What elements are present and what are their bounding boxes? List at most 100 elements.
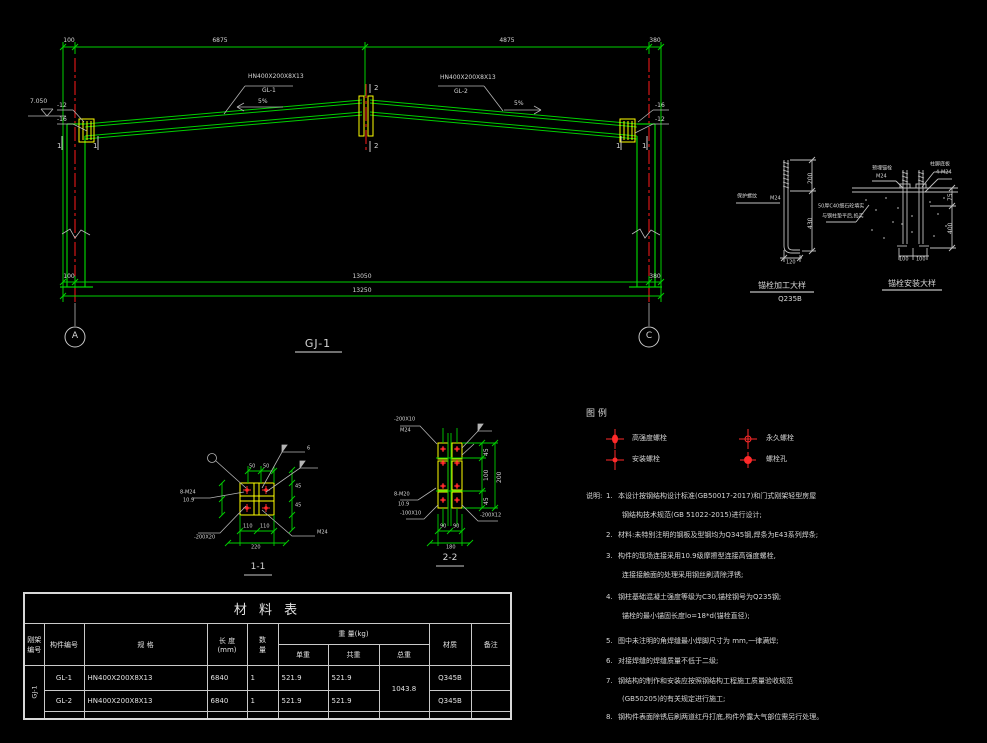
table-row-gl1: GJ-1 GL-1 HN400X200X8X13 6840 1 521.9 52… — [23, 665, 512, 719]
s1-dim-t1: 50 — [249, 463, 256, 469]
cell-r1-spec: HN400X200X8X13 — [83, 665, 208, 691]
section1-mark-a: 1 — [57, 142, 62, 150]
notes-label: 说明: — [586, 492, 603, 500]
s2-tl-label: -200X10 — [394, 416, 416, 422]
note-3-line1: 构件的现场连接采用10.9级摩擦型连接高强度螺栓, — [618, 552, 776, 560]
s2-dim-r1: 45 — [483, 448, 490, 456]
s2-dim-b2: 90 — [453, 523, 460, 529]
anchor-install-dim-s2: 100 — [916, 256, 926, 262]
cell-r2-spec: HN400X200X8X13 — [83, 690, 208, 712]
legend-symbols — [606, 429, 757, 470]
legend-item-hs-bolt: 高强度螺栓 — [632, 434, 667, 442]
note-6-no: 6. — [606, 657, 613, 665]
s1-dim-b3: 220 — [251, 544, 261, 550]
axis-bubble-a: A — [71, 331, 79, 341]
plate-mark-l1: -12 — [57, 102, 67, 109]
section2-mark-b: 2 — [374, 142, 379, 150]
s1-bolt-label: 8-M24 — [180, 489, 196, 495]
cell-r1-member: GL-1 — [43, 665, 85, 691]
plate-mark-r1: -16 — [655, 102, 665, 109]
frame-end-plate-connections — [78, 95, 636, 143]
s2-dim-r2: 100 — [483, 469, 490, 481]
plate-mark-l2: -16 — [57, 116, 67, 123]
s2-br-label: -200X12 — [480, 512, 502, 518]
cell-r2-note — [470, 690, 512, 712]
s1-weld-size: 6 — [307, 445, 311, 451]
cell-r1-sub: 521.9 — [327, 665, 380, 691]
note-1-line1: 本设计按钢结构设计标准(GB50017-2017)和门式刚架轻型房屋 — [618, 492, 817, 500]
anchor-install-title: 锚栓安装大样 — [888, 279, 936, 288]
col-unit-weight: 单重 — [277, 644, 329, 666]
s1-plate-label: -200X20 — [194, 534, 216, 540]
note-4-no: 4. — [606, 593, 613, 601]
s2-dim-b3: 180 — [446, 544, 456, 550]
col-material: 材质 — [428, 623, 472, 666]
section1-bolts — [243, 486, 270, 512]
s2-dim-b1: 90 — [440, 523, 447, 529]
cell-r1-note — [470, 665, 512, 691]
anchor-fab-title: 锚栓加工大样 — [758, 281, 806, 290]
note-8-no: 8. — [606, 713, 613, 721]
anchor-fab-dim-lower: 430 — [807, 217, 814, 229]
rafter-right-size: HN400X200X8X13 — [440, 74, 496, 81]
note-7-line2: (GB50205)的有关规定进行施工; — [622, 695, 726, 703]
section2-mark-a: 2 — [374, 84, 379, 92]
s2-bl2-label: 10.9 — [398, 501, 410, 507]
section1-leaders — [192, 444, 318, 537]
section1-plates — [239, 482, 275, 516]
anchor-fab-dim-hook: 120 — [786, 259, 796, 265]
col-weight-group: 重 量(kg) — [277, 623, 430, 645]
material-table: 材 料 表 刚架编号 构件编号 规 格 长 度(mm) 数量 重 量(kg) 材… — [23, 592, 513, 720]
dim-bot-13050: 13050 — [352, 273, 372, 280]
col-remark: 备注 — [470, 623, 512, 666]
note-4-line1: 钢柱基础混凝土强度等级为C30,锚栓钢号为Q235钢; — [618, 593, 782, 601]
dim-top-4875: 4875 — [499, 37, 515, 44]
section2-plates — [437, 442, 463, 509]
s2-tl2-label: M24 — [400, 427, 411, 433]
note-5-no: 5. — [606, 637, 613, 645]
anchor-install-dim-top: 75 — [947, 193, 954, 201]
frame-dim-lines — [59, 42, 665, 302]
cell-r2-mat: Q345B — [428, 690, 472, 712]
section2-title: 2-2 — [442, 553, 458, 563]
legend-item-erect-bolt: 安装螺栓 — [632, 455, 660, 463]
section1-mark-c: 1 — [616, 142, 621, 150]
dim-top-100: 100 — [63, 37, 75, 44]
s2-bl-label: 8-M20 — [394, 491, 410, 497]
plate-mark-r2: -12 — [655, 116, 665, 123]
note-5-line1: 图中未注明的角焊缝最小焊脚尺寸为 mm,一律满焊; — [618, 637, 779, 645]
anchor-fab-grade: Q235B — [778, 295, 802, 303]
frame-leaders — [28, 85, 669, 353]
anchor-install-embed-bolt: M24 — [876, 173, 887, 179]
anchor-install-grout-2: 与钢柱垫平后,捣实 — [822, 213, 864, 219]
s1-dim-r2: 45 — [295, 502, 302, 508]
note-4-line2: 锚栓的最小锚固长度lo=18*d(锚栓直径); — [622, 612, 750, 620]
frame-rafters — [84, 99, 638, 140]
table-row-gl2: GL-2 HN400X200X8X13 6840 1 521.9 521.9 Q… — [24, 690, 512, 712]
col-sub-weight: 共重 — [327, 644, 380, 666]
dim-top-6875: 6875 — [212, 37, 228, 44]
dim-top-380: 380 — [649, 37, 661, 44]
note-1-line2: 钢结构技术规范(GB 51022-2015)进行设计; — [622, 511, 762, 519]
section1-mark-b: 1 — [93, 142, 98, 150]
anchor-install-washer: 4-M24 — [936, 169, 952, 175]
cell-r2-sub: 521.9 — [327, 690, 380, 712]
cell-frame-no: GJ-1 — [23, 665, 45, 719]
s1-bolt-grade: 10.9 — [183, 497, 195, 503]
axis-bubble-c: C — [645, 331, 653, 341]
rafter-right-name: GL-2 — [454, 88, 468, 95]
frame-title: GJ-1 — [304, 337, 332, 350]
col-spec: 规 格 — [83, 623, 208, 666]
anchor-install-embed-label: 预埋锚栓 — [872, 165, 892, 171]
anchor-install-dim-bot: 400 — [947, 222, 954, 234]
cell-r1-unit: 521.9 — [277, 665, 329, 691]
s1-dim-r1: 45 — [295, 483, 302, 489]
s2-bll-label: -100X10 — [400, 510, 422, 516]
rafter-left-name: GL-1 — [262, 87, 276, 94]
section2-webs — [436, 428, 464, 526]
anchor-install-grout-1: 50厚C40细石砼填实 — [818, 203, 865, 209]
cell-r2-member: GL-2 — [43, 690, 85, 712]
note-6-line1: 对接焊缝的焊缝质量不低于二级; — [618, 657, 719, 665]
anchor-install-detail — [826, 170, 958, 291]
col-total-weight: 总重 — [378, 644, 430, 666]
